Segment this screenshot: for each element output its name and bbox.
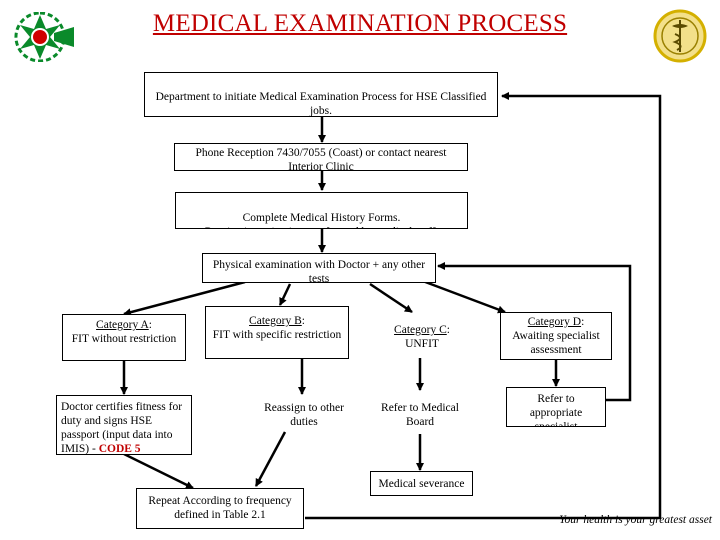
phone-reception-box: Phone Reception 7430/7055 (Coast) or con…: [174, 143, 468, 171]
severance-box: Medical severance: [370, 471, 473, 496]
medical-history-text: Complete Medical History Forms. Routine …: [205, 212, 439, 228]
medical-board-label: Refer to Medical Board: [381, 402, 459, 428]
gold-emblem-logo-icon: [653, 9, 707, 63]
repeat-text: Repeat According to frequency defined in…: [148, 495, 292, 521]
arrow-repeat-loop-to-initiate: [305, 92, 662, 520]
doctor-certifies-box: Doctor certifies fitness for duty and si…: [56, 395, 192, 455]
physical-exam-box: Physical examination with Doctor + any o…: [202, 253, 436, 283]
initiate-box: Department to initiate Medical Examinati…: [144, 72, 498, 117]
arrow-physical-to-cat-a: [123, 280, 246, 317]
doctor-certifies-text: Doctor certifies fitness for duty and si…: [61, 401, 183, 455]
category-a-box: Category A: FIT without restriction: [62, 314, 186, 361]
physical-exam-text: Physical examination with Doctor + any o…: [212, 259, 426, 283]
initiate-text: Department to initiate Medical Examinati…: [155, 91, 487, 117]
severance-text: Medical severance: [378, 478, 465, 490]
medical-history-box: Complete Medical History Forms. Routine …: [175, 192, 468, 229]
category-c-desc: UNFIT: [405, 338, 439, 350]
arrow-physical-to-cat-b: [278, 283, 292, 306]
arrow-physical-to-cat-d: [419, 278, 506, 314]
phone-reception-text: Phone Reception 7430/7055 (Coast) or con…: [195, 147, 447, 171]
specialist-box: Refer to appropriate specialist: [506, 387, 606, 427]
arrow-physical-to-cat-c: [369, 282, 413, 314]
green-sunburst-logo-icon: [14, 12, 74, 62]
specialist-text: Refer to appropriate specialist: [529, 393, 583, 427]
arrow-certify-to-repeat: [123, 452, 194, 490]
page-title: MEDICAL EXAMINATION PROCESS: [152, 10, 568, 37]
category-a-desc: FIT without restriction: [71, 333, 177, 345]
arrow-reassign-to-repeat: [254, 431, 287, 487]
category-a-name: Category A: [96, 319, 149, 331]
category-c-name: Category C: [394, 324, 447, 336]
arrow-specialist-loop-to-physical: [437, 262, 632, 402]
category-d-box: Category D: Awaiting specialist assessme…: [500, 312, 612, 360]
category-d-name: Category D: [527, 316, 582, 328]
reassign-label: Reassign to other duties: [264, 402, 344, 428]
code-5-label: CODE 5: [98, 443, 141, 455]
tagline: Your health is your greatest asset: [559, 514, 712, 526]
category-b-desc: FIT with specific restriction: [212, 329, 342, 341]
category-c-label: Category C: UNFIT: [394, 324, 450, 350]
repeat-box: Repeat According to frequency defined in…: [136, 488, 304, 529]
category-b-box: Category B: FIT with specific restrictio…: [205, 306, 349, 359]
category-b-name: Category B: [249, 315, 302, 327]
category-d-desc: Awaiting specialist assessment: [512, 330, 600, 356]
